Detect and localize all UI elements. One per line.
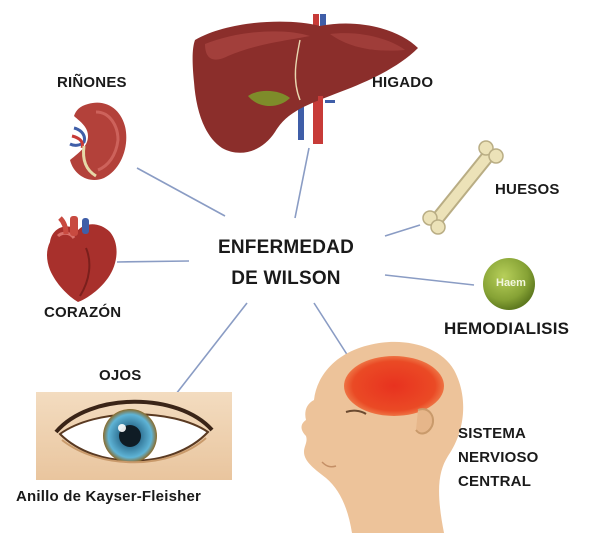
label-huesos: HUESOS — [495, 181, 560, 198]
label-rinones: RIÑONES — [57, 74, 127, 91]
connector-huesos — [385, 225, 420, 236]
connector-ojos — [176, 303, 247, 394]
eye-illustration — [36, 392, 232, 480]
label-ojos: OJOS — [99, 367, 141, 384]
kidney-illustration — [70, 103, 126, 180]
connector-higado — [295, 148, 309, 218]
connector-rinones — [137, 168, 225, 216]
center-title-line1: ENFERMEDAD — [193, 232, 379, 263]
haem-badge-text: Haem — [496, 277, 526, 289]
connector-corazon — [117, 261, 189, 262]
connector-snc — [314, 303, 348, 356]
label-snc-line1: SISTEMA — [458, 422, 539, 446]
center-title: ENFERMEDAD DE WILSON — [193, 232, 379, 294]
center-title-line2: DE WILSON — [193, 263, 379, 294]
label-snc: SISTEMA NERVIOSO CENTRAL — [458, 422, 539, 494]
label-ojos-caption: Anillo de Kayser-Fleisher — [16, 488, 201, 505]
bone-illustration — [423, 141, 503, 234]
label-hemodialisis: HEMODIALISIS — [444, 319, 569, 339]
label-corazon: CORAZÓN — [44, 304, 121, 321]
label-snc-line2: NERVIOSO — [458, 446, 539, 470]
label-higado: HIGADO — [372, 74, 433, 91]
heart-illustration — [47, 216, 117, 302]
connector-hemodialisis — [385, 275, 474, 285]
head-illustration — [302, 342, 464, 533]
label-snc-line3: CENTRAL — [458, 470, 539, 494]
